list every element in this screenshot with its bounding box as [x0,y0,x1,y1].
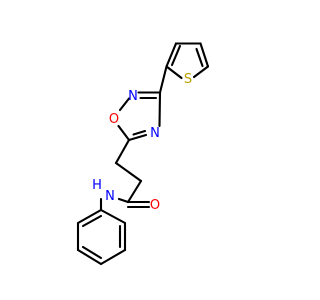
amide-oxygen-atom-label: O [150,198,160,213]
bond-ph4 [76,248,103,266]
phenyl-ring [76,208,127,266]
bond-ch2a-ch2b [114,161,143,183]
bond-s-c2 [165,65,183,80]
bond-c5-n4 [127,133,148,142]
bond-ph1 [99,208,127,225]
bond-thiophene-oxadiazole [158,65,168,94]
nitrogen-2-atom-label: N [128,89,138,104]
amide-nitrogen-atom-label: N [105,189,115,204]
bond-c4-c5-inner [195,47,204,68]
amide-hydrogen-atom-label: H [92,178,102,193]
bond-ph4-inner [81,245,103,260]
bond-o1-c5 [117,124,131,142]
bond-ph3 [99,248,127,266]
structure-drawing: S N O N O N H [76,42,210,266]
propanamide-chain [99,138,151,212]
bond-c2-c3 [165,42,178,68]
oxadiazole-oxygen-atom-label: O [109,112,119,127]
bond-c5-n4-inner [132,129,147,136]
bond-ph6-inner [81,214,103,228]
molecule-diagram: S N O N O N H [76,42,210,266]
bond-n2-o1 [118,97,131,112]
sulfur-atom-label: S [184,72,192,87]
thiophene-ring [165,42,210,80]
nitrogen-4-atom-label: N [150,126,160,141]
bond-n4-c3 [158,91,162,128]
bond-carbonyl-n [117,197,130,204]
oxadiazole-ring [117,91,162,142]
bond-c5-s [192,65,210,79]
bond-c2-c3-inner [170,44,182,67]
bond-c5-ch2a [114,138,131,165]
bond-ch2b-carbonyl [126,179,143,204]
bond-ph6 [76,208,103,225]
bond-c4-c5 [199,42,210,68]
